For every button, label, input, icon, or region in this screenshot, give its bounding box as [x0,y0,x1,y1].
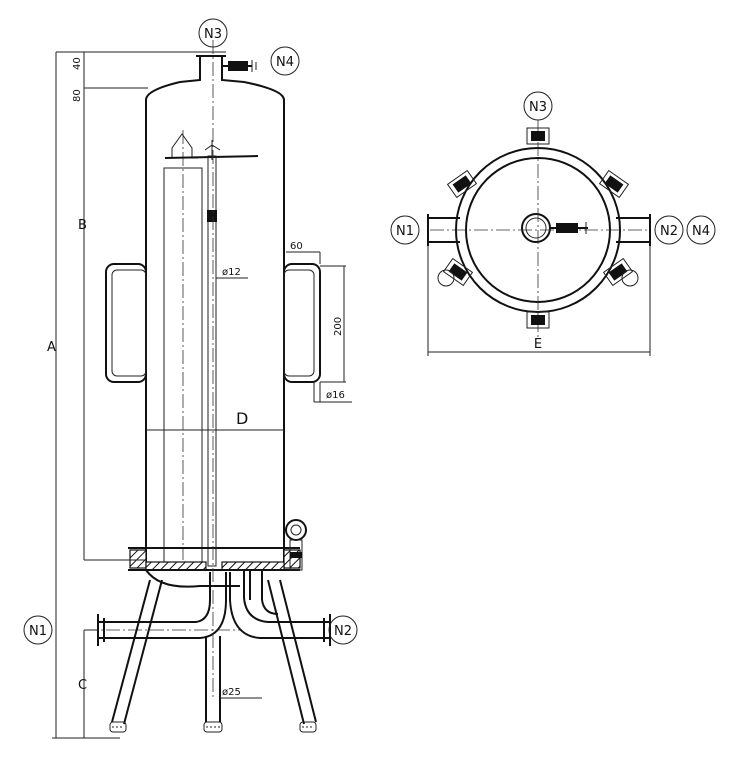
svg-text:N4: N4 [276,55,294,70]
dim-80: 80 [72,89,83,102]
side-handle [105,263,321,383]
vessel-shell [145,55,285,565]
dim-phi12: ø12 [222,267,241,278]
tie-rod [164,140,259,567]
flange-left [129,549,147,569]
side-view: A B C D 40 80 60 200 ø16 ø12 ø25 N3 N4 N… [23,18,358,739]
svg-text:N2: N2 [334,624,352,639]
svg-text:N1: N1 [29,624,47,639]
dimension-e [427,246,651,356]
bottom-head [145,569,240,588]
dimension-lines [52,51,352,739]
top-side-pipes [427,214,651,246]
nozzle-label-n4-side: N4 [270,46,300,76]
support-legs [109,579,317,733]
dim-200: 200 [333,317,344,336]
outlet-pipe [229,570,331,646]
svg-text:N1: N1 [396,224,414,239]
svg-text:N3: N3 [204,27,222,42]
dim-c: C [78,678,87,693]
nozzle-label-n3-side: N3 [198,18,228,48]
top-vent-valve [550,222,588,234]
dim-d: D [236,409,248,428]
dim-40: 40 [72,57,83,70]
dim-a: A [47,340,56,355]
dim-60: 60 [290,241,303,252]
dim-phi25: ø25 [222,687,241,698]
svg-text:N4: N4 [692,224,710,239]
filter-cartridge [163,130,203,567]
nozzle-label-n1-top: N1 [390,215,420,245]
nozzle-label-n2-side: N2 [328,615,358,645]
inlet-pipe [84,572,240,646]
top-view: E N3 N1 N2 N4 [390,91,716,356]
svg-text:N2: N2 [660,224,678,239]
nozzle-label-n4-top: N4 [686,215,716,245]
dim-phi16: ø16 [326,390,345,401]
dim-b: B [78,218,87,233]
vent-valve [222,60,257,72]
nozzle-label-n1-side: N1 [23,615,53,645]
nozzle-label-n3-top: N3 [523,91,553,121]
svg-text:N3: N3 [529,100,547,115]
clamp-bolt [285,519,307,571]
nozzle-label-n2-top: N2 [654,215,684,245]
dim-e: E [534,337,542,352]
rim-clamps [437,127,639,329]
